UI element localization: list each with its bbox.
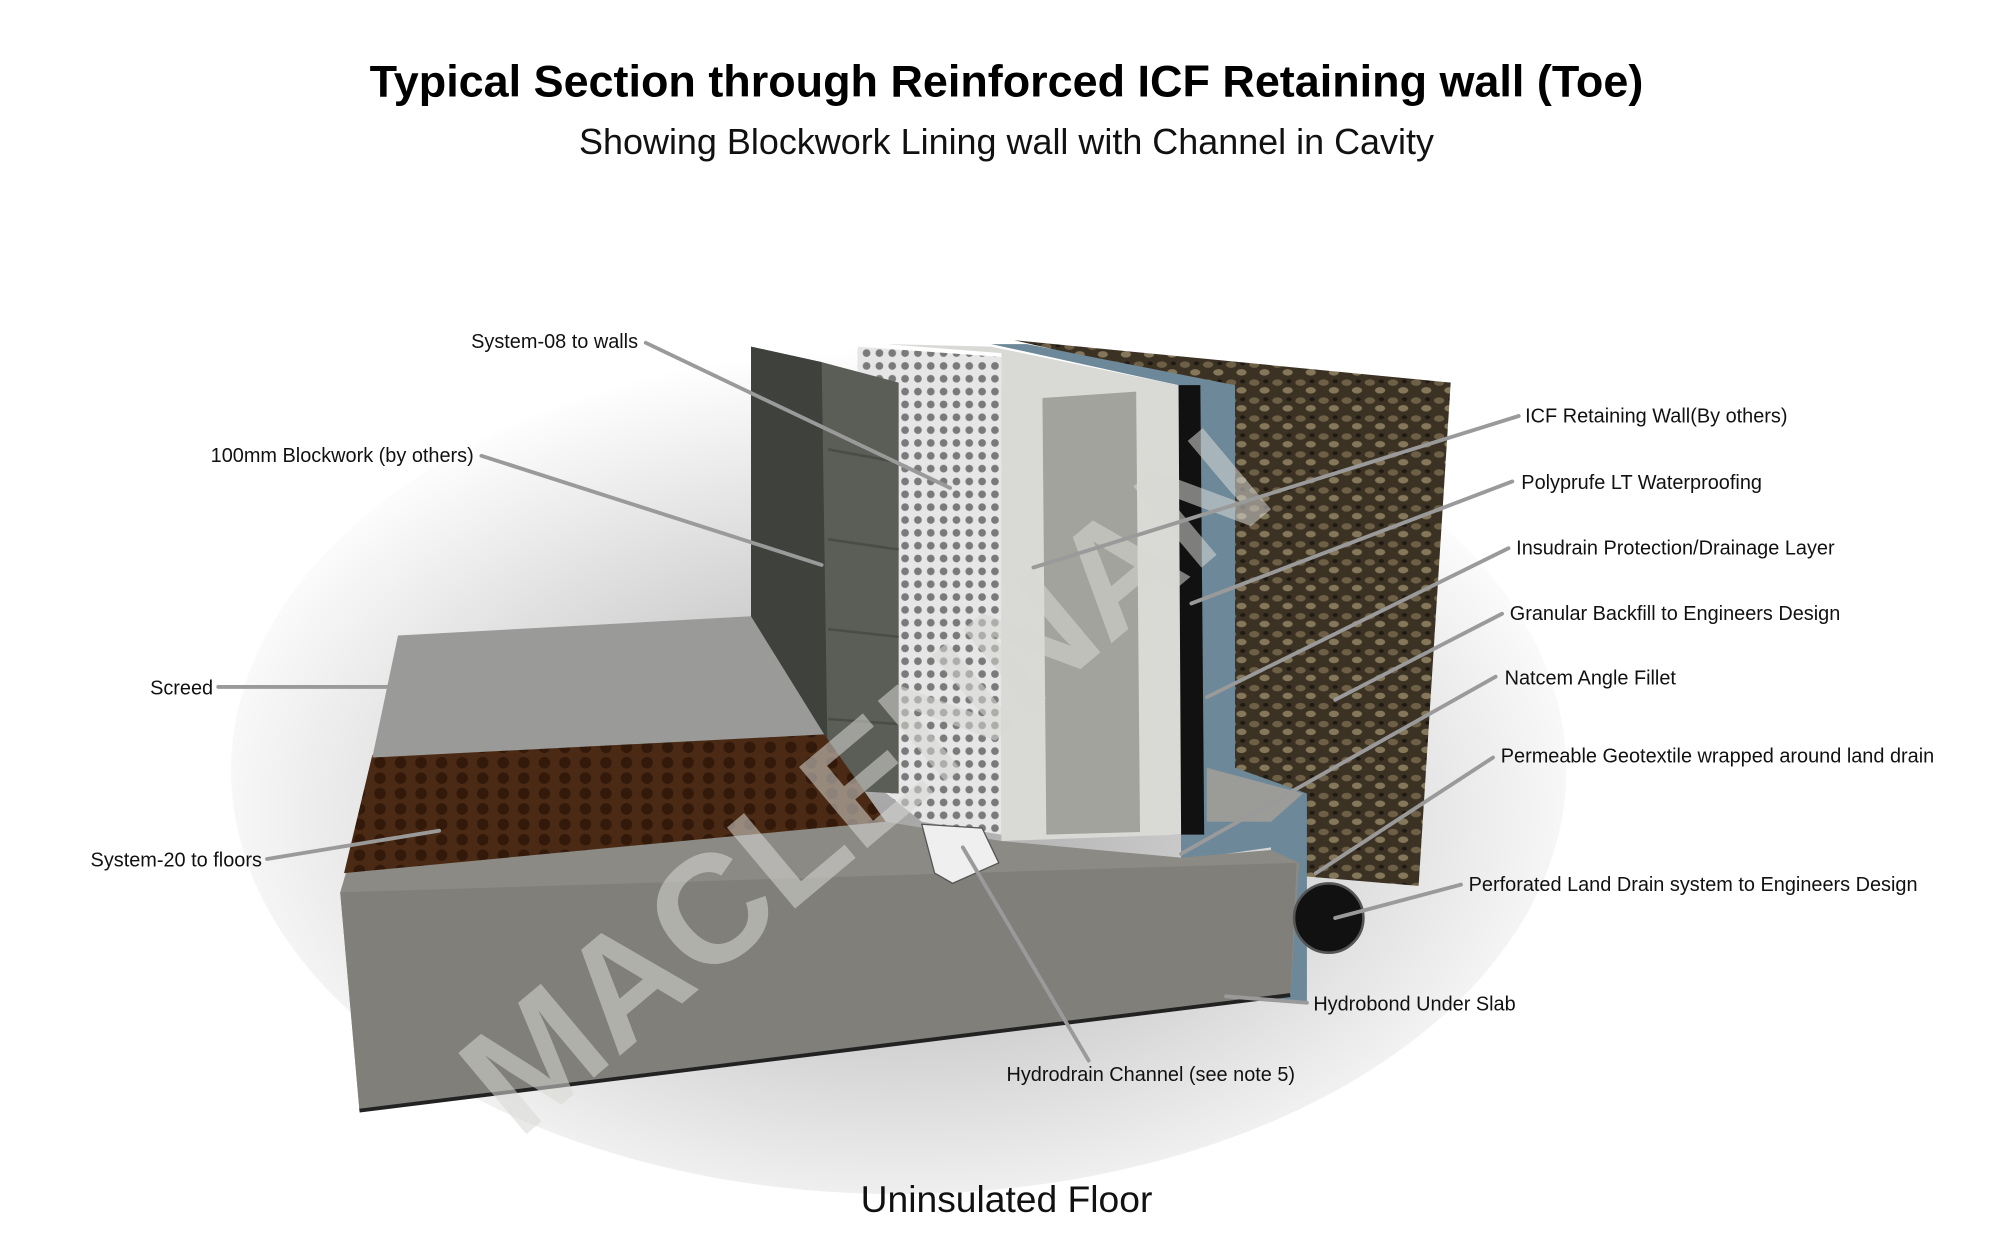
label-hydrobond: Hydrobond Under Slab: [1313, 993, 1515, 1015]
hydrodrain-channel: [920, 823, 1000, 885]
label-insudrain: Insudrain Protection/Drainage Layer: [1516, 538, 1835, 560]
label-blockwork: 100mm Blockwork (by others): [211, 445, 474, 467]
leader-lines: [216, 340, 1521, 1063]
diagram-title: Typical Section through Reinforced ICF R…: [370, 55, 1644, 106]
label-backfill: Granular Backfill to Engineers Design: [1510, 603, 1841, 625]
icf-core: [1042, 391, 1141, 835]
label-natcem: Natcem Angle Fillet: [1505, 667, 1677, 689]
label-geotextile: Permeable Geotextile wrapped around land…: [1501, 746, 1934, 768]
system-20-membrane: [344, 734, 886, 874]
label-hydrodrain: Hydrodrain Channel (see note 5): [1007, 1064, 1296, 1086]
diagram-footer: Uninsulated Floor: [861, 1178, 1153, 1220]
concrete-slab: [340, 821, 1300, 1111]
hydrobond-under-slab: [359, 993, 1291, 1113]
diagram-subtitle: Showing Blockwork Lining wall with Chann…: [579, 121, 1434, 162]
natcem-angle-fillet: [1206, 767, 1304, 822]
screed: [372, 616, 825, 758]
label-system-20: System-20 to floors: [91, 850, 262, 872]
label-system-08: System-08 to walls: [471, 331, 638, 353]
label-icf-wall: ICF Retaining Wall(By others): [1525, 405, 1787, 427]
land-drain-pipe: [1292, 882, 1365, 954]
label-screed: Screed: [150, 678, 213, 700]
label-land-drain: Perforated Land Drain system to Engineer…: [1469, 874, 1918, 896]
label-polyprufe: Polyprufe LT Waterproofing: [1521, 472, 1762, 494]
